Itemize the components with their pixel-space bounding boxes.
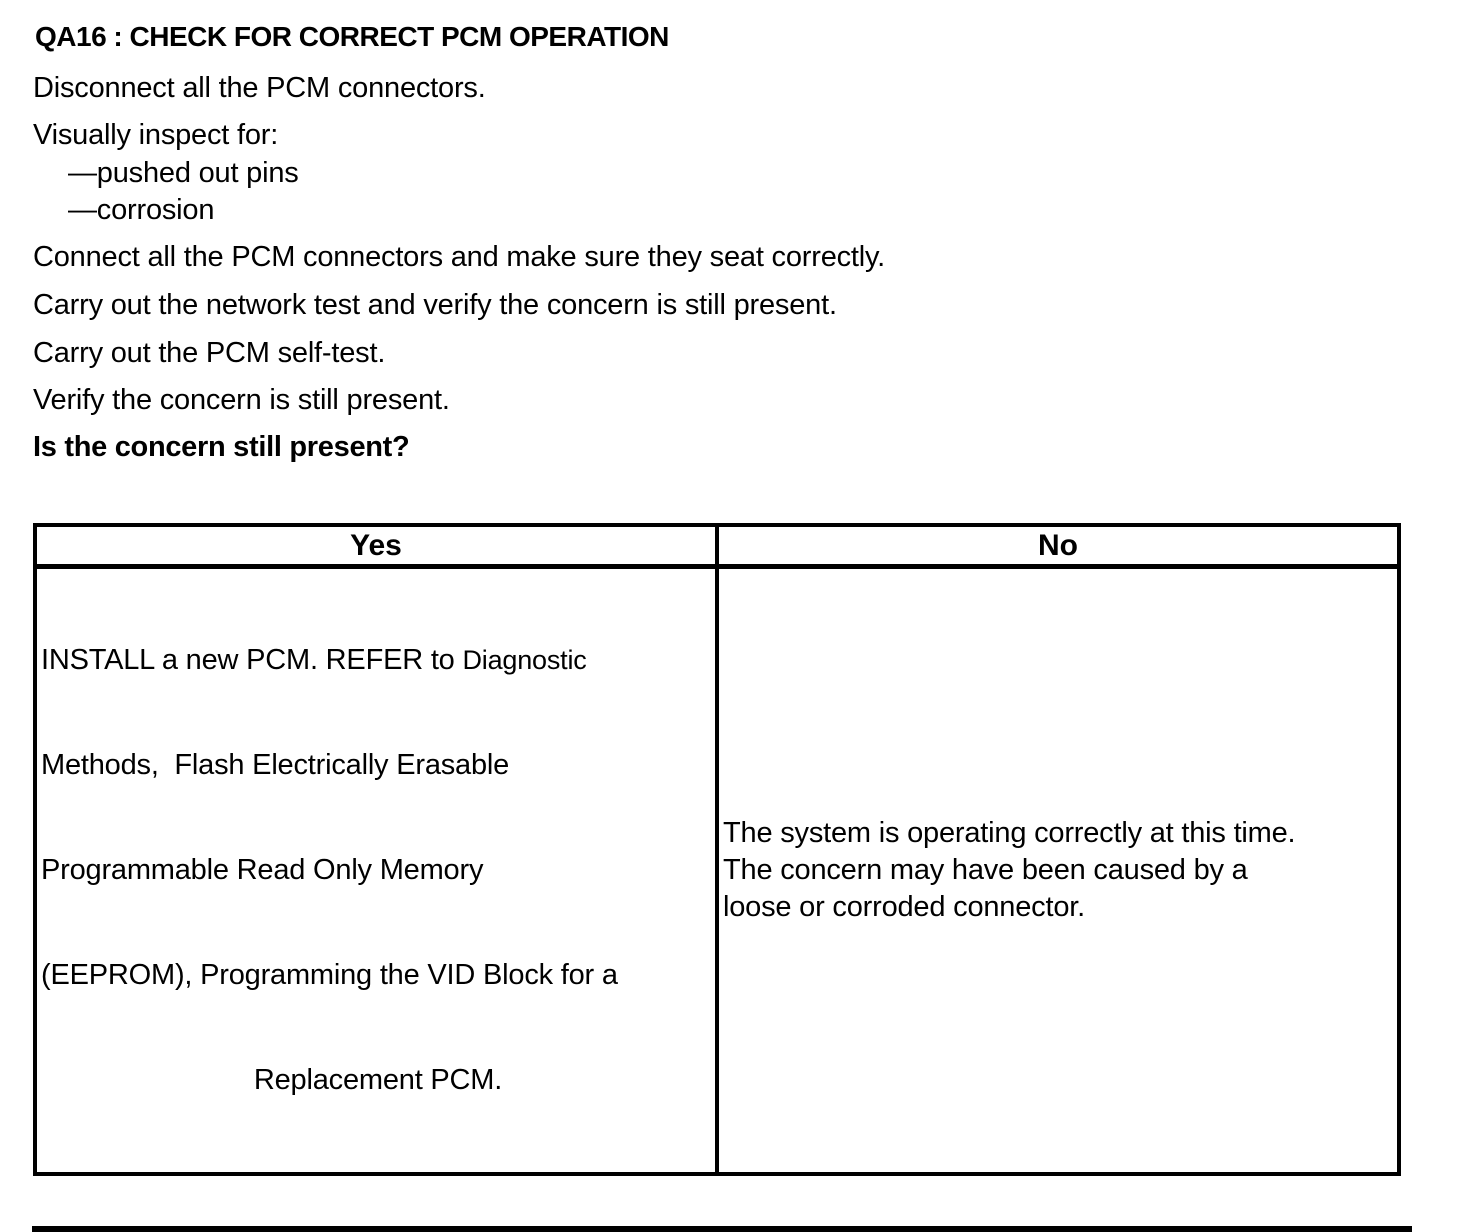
step-inspect-intro: Visually inspect for: bbox=[33, 119, 279, 151]
yes-action-text: INSTALL a new PCM. REFER to bbox=[41, 644, 463, 676]
decision-question: Is the concern still present? bbox=[33, 431, 410, 463]
no-action-line: loose or corroded connector. bbox=[723, 891, 1085, 923]
yes-action-line: INSTALL a new PCM. REFER to Diagnostic bbox=[41, 643, 715, 678]
step-pcm-self-test: Carry out the PCM self-test. bbox=[33, 337, 386, 369]
decision-table-body-row: INSTALL a new PCM. REFER to Diagnostic M… bbox=[37, 569, 1397, 1172]
yes-column-header: Yes bbox=[37, 527, 719, 564]
yes-action-line: Replacement PCM. bbox=[253, 1064, 503, 1096]
inspect-item-corrosion: —corrosion bbox=[68, 194, 215, 226]
no-action-line: The system is operating correctly at thi… bbox=[723, 817, 1296, 849]
yes-action-line: Methods, Flash Electrically Erasable bbox=[41, 749, 510, 781]
step-network-test: Carry out the network test and verify th… bbox=[33, 289, 837, 321]
yes-action-line: Programmable Read Only Memory bbox=[41, 854, 484, 886]
step-verify-concern: Verify the concern is still present. bbox=[33, 384, 450, 416]
no-column-header: No bbox=[1038, 529, 1078, 562]
manual-page: QA16 : CHECK FOR CORRECT PCM OPERATION D… bbox=[32, 21, 1412, 1232]
page-title: QA16 : CHECK FOR CORRECT PCM OPERATION bbox=[35, 21, 669, 52]
no-action-cell: The system is operating correctly at thi… bbox=[719, 569, 1397, 1172]
yes-action-line: (EEPROM), Programming the VID Block for … bbox=[41, 959, 618, 991]
no-action-line: The concern may have been caused by a bbox=[723, 854, 1248, 886]
yes-action-cell: INSTALL a new PCM. REFER to Diagnostic M… bbox=[37, 569, 719, 1172]
inspect-item-pushed-out-pins: —pushed out pins bbox=[68, 157, 299, 189]
decision-table-header-row: Yes No bbox=[37, 527, 1397, 569]
step-connect-connectors: Connect all the PCM connectors and make … bbox=[33, 241, 886, 273]
page-bottom-divider bbox=[32, 1226, 1412, 1232]
decision-table: Yes No INSTALL a new PCM. REFER to Diagn… bbox=[33, 523, 1401, 1176]
step-disconnect-connectors: Disconnect all the PCM connectors. bbox=[33, 72, 486, 104]
yes-action-reference: Diagnostic bbox=[462, 645, 587, 675]
